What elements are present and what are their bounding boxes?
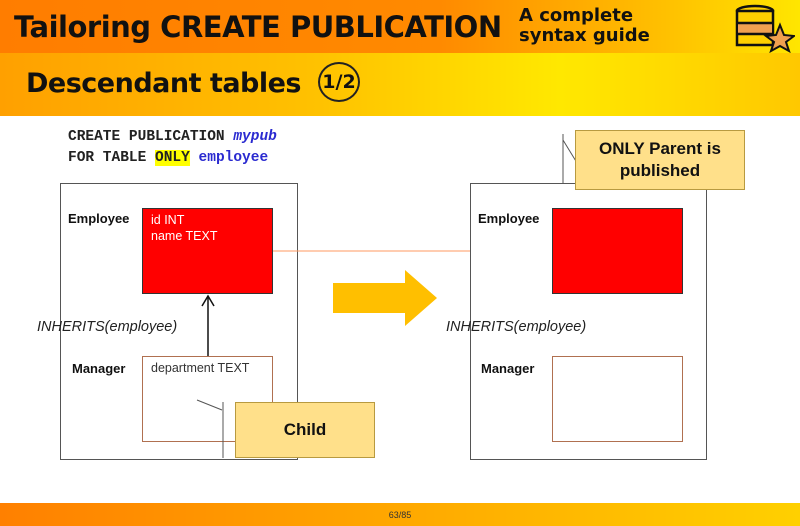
child-callout: Child [235, 402, 375, 458]
section-bar [0, 53, 800, 116]
code-line-1: CREATE PUBLICATION mypub [68, 129, 277, 145]
inherits-label: INHERITS(employee) [37, 319, 178, 335]
manager-label: Manager [72, 361, 126, 376]
code-line-2: FOR TABLE ONLY employee [68, 150, 269, 166]
slide-title: Tailoring CREATE PUBLICATION [14, 10, 502, 44]
database-star-icon [735, 4, 795, 53]
only-parent-callout: ONLY Parent is published [575, 130, 745, 190]
employee-label: Employee [68, 211, 130, 226]
part-badge: 1/2 [318, 62, 360, 102]
manager-label-right: Manager [481, 361, 535, 376]
employee-table-right [552, 208, 683, 294]
page-number: 63/85 [0, 503, 800, 526]
inherits-label-right: INHERITS(employee) [446, 319, 587, 335]
manager-table-right [552, 356, 683, 442]
employee-label-right: Employee [478, 211, 540, 226]
section-title: Descendant tables [26, 68, 302, 99]
header-bar [0, 0, 800, 53]
